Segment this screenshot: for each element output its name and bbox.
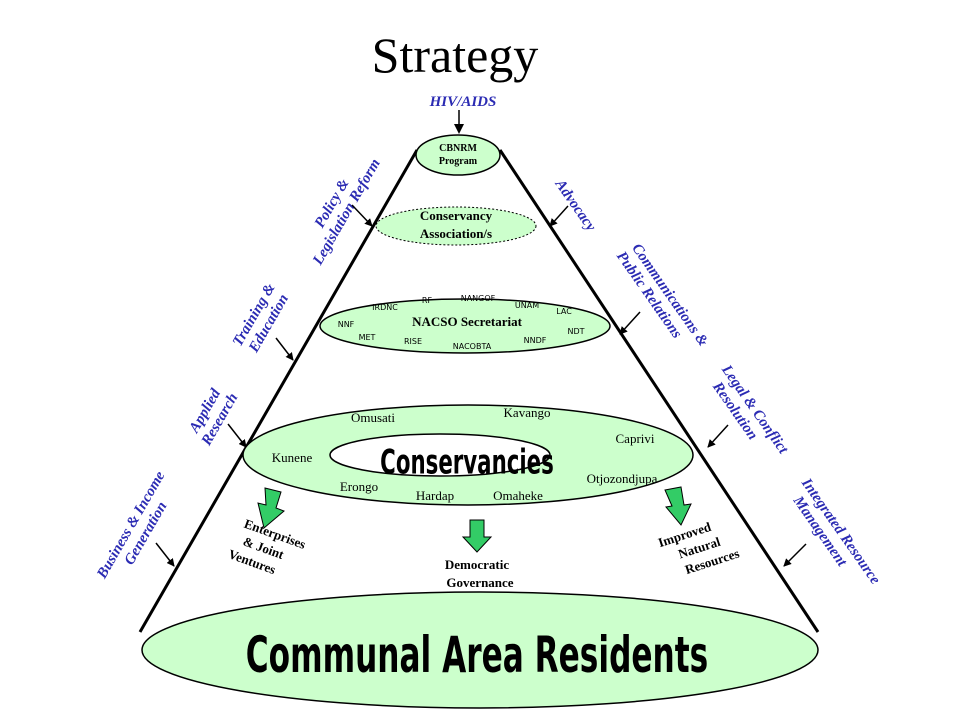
base-label: Communal Area Residents — [246, 625, 708, 684]
conservancy-association-label-2: Association/s — [420, 226, 492, 241]
training-input: Training & Education — [230, 280, 292, 356]
governance-label-2: Governance — [446, 575, 513, 590]
nacso-member: NANGOF — [461, 294, 496, 303]
region-label: Erongo — [340, 479, 378, 494]
region-label: Kunene — [272, 450, 313, 465]
base-ellipse — [141, 591, 819, 709]
governance-label-1: Democratic — [445, 557, 509, 572]
natural-resources-text-group: Improved Natural Resources — [656, 519, 741, 577]
nacso-member: LAC — [556, 307, 572, 316]
cbnrm-label-1: CBNRM — [439, 143, 477, 154]
nacso-member: MET — [359, 333, 376, 342]
nacso-member: NNDF — [524, 336, 547, 345]
enterprises-arrow — [257, 487, 285, 529]
legal-input: Legal & Conflict Resolution — [709, 361, 792, 457]
integrated-input: Integrated Resource Management — [789, 475, 883, 588]
nacso-member: RF — [422, 296, 433, 305]
business-input: Business & Income Generation — [94, 468, 171, 582]
region-label: Caprivi — [616, 431, 655, 446]
policy-arrow — [351, 204, 373, 227]
integrated-arrow — [783, 543, 807, 567]
policy-input: Policy & Legislation Reform — [310, 156, 384, 268]
pyramid-right-edge — [498, 149, 820, 633]
nacso-member: NNF — [338, 320, 355, 329]
communications-arrow — [619, 311, 641, 335]
nacso-label: NACSO Secretariat — [412, 314, 523, 329]
pyramid-left-edge — [138, 149, 419, 633]
region-label: Hardap — [416, 488, 454, 503]
nacso-member: UNAM — [515, 301, 539, 310]
page-title: Strategy — [372, 27, 539, 83]
conservancies-label: Conservancies — [380, 443, 554, 482]
conservancy-association-ellipse — [375, 206, 537, 246]
nacso-member: IRDNC — [372, 303, 398, 312]
conservancy-association-label-1: Conservancy — [420, 208, 493, 223]
conservancies-inner-ellipse — [329, 433, 551, 477]
enterprises-text-group: Enterprises & Joint Ventures — [226, 516, 307, 577]
research-input: Applied Research — [186, 386, 241, 449]
cbnrm-label-2: Program — [439, 156, 478, 167]
nacso-member: RISE — [404, 337, 422, 346]
legal-arrow — [707, 424, 729, 448]
nacso-member: NDT — [567, 327, 584, 336]
nacso-ellipse — [319, 298, 611, 354]
training-arrow — [275, 337, 294, 361]
nacso-member: NACOBTA — [453, 342, 492, 351]
advocacy-label: Advocacy — [551, 176, 599, 235]
research-arrow — [227, 423, 247, 448]
business-arrow — [155, 542, 175, 567]
advocacy-arrow — [549, 205, 569, 227]
natural-resources-arrow — [664, 486, 692, 526]
hiv-aids-label: HIV/AIDS — [429, 94, 497, 110]
advocacy-input: Advocacy — [551, 176, 599, 235]
region-label: Kavango — [504, 405, 551, 420]
region-label: Omaheke — [493, 488, 543, 503]
region-label: Otjozondjupa — [587, 471, 658, 486]
governance-arrow — [461, 519, 493, 553]
region-label: Omusati — [351, 410, 395, 425]
cbnrm-ellipse — [415, 134, 501, 176]
